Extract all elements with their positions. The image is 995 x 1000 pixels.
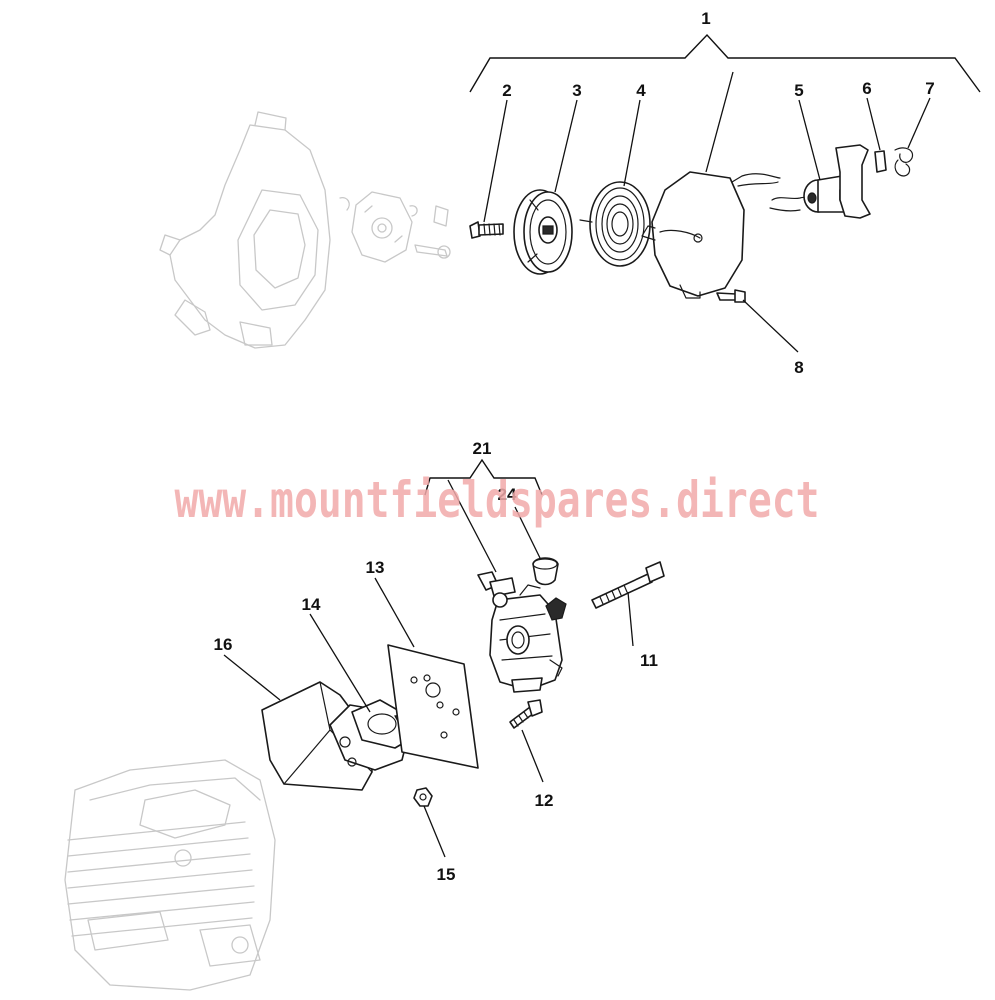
watermark-text: www.mountfieldspares.direct [175, 471, 820, 529]
callout-4: 4 [636, 81, 646, 100]
part-1-starter-cover [641, 171, 781, 299]
fan-housing-ghost [159, 111, 331, 349]
callout-6: 6 [862, 79, 871, 98]
callout-15: 15 [437, 865, 456, 884]
callout-21: 21 [473, 439, 492, 458]
callout-16: 16 [214, 635, 233, 654]
callout-13: 13 [366, 558, 385, 577]
engine-cylinder-ghost [64, 759, 276, 991]
callout-11: 11 [640, 651, 658, 670]
callout-3: 3 [572, 81, 581, 100]
part-11-long-bolt [591, 561, 665, 609]
callout-labels: 1 2 3 4 5 6 7 8 21 24 13 14 16 11 12 15 [214, 9, 935, 884]
part-7-rope-loop [894, 147, 914, 177]
bracket-21 [424, 458, 543, 496]
callout-14: 14 [302, 595, 321, 614]
part-13-gasket [387, 644, 479, 769]
callout-7: 7 [925, 79, 934, 98]
part-12-screw [509, 699, 543, 729]
part-5-starter-handle [769, 144, 871, 219]
callout-12: 12 [535, 791, 554, 810]
bracket-1 [469, 33, 981, 93]
part-8-screw [716, 289, 746, 303]
part-24-primer-bulb [532, 557, 559, 586]
part-2-screw [469, 221, 504, 239]
callout-2: 2 [502, 81, 511, 100]
part-16-heat-shield [261, 681, 373, 791]
callout-24: 24 [498, 485, 517, 504]
part-6-rope-clip [874, 150, 887, 173]
part-21-carburettor [477, 571, 567, 693]
pawl-plate-ghost [339, 191, 451, 263]
callout-1: 1 [701, 9, 710, 28]
part-4-recoil-spring [579, 181, 651, 267]
part-3-pulley [513, 189, 573, 275]
leader-lines [223, 33, 981, 858]
part-15-nut [413, 787, 433, 807]
callout-5: 5 [794, 81, 803, 100]
callout-8: 8 [794, 358, 803, 377]
